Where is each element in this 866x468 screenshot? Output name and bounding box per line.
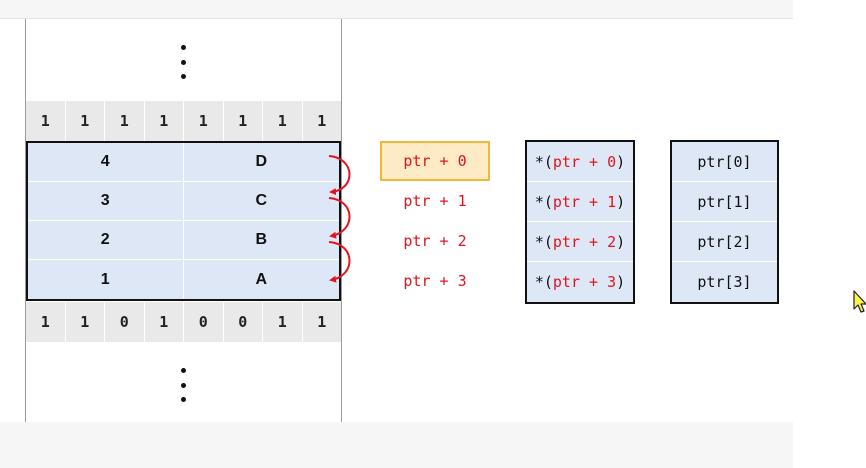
bit-cell: 1 — [66, 302, 105, 342]
dot — [180, 368, 186, 373]
ellipsis-top — [160, 45, 206, 79]
deref-prefix: *( — [534, 192, 553, 211]
mouse-cursor-icon — [853, 290, 866, 313]
deref-expression: ptr + 3 — [552, 273, 617, 291]
step-arrow — [328, 155, 351, 196]
index-item: ptr[0] — [672, 142, 777, 182]
array-number: 2 — [28, 221, 184, 259]
pointer-offset: ptr + 1 — [403, 192, 467, 210]
bit-cell: 1 — [105, 101, 145, 141]
array-row: 2 B — [28, 221, 339, 260]
bit-cell: 1 — [26, 101, 66, 141]
bit-cell: 0 — [224, 302, 263, 342]
dot — [180, 382, 186, 388]
array-row: 1 A — [28, 260, 339, 299]
deref-expression: ptr + 2 — [552, 232, 617, 251]
array-letter: A — [255, 270, 268, 288]
pointer-offset-column: ptr + 0 ptr + 1 ptr + 2 ptr + 3 — [380, 141, 490, 301]
bit-cell: 1 — [317, 313, 327, 331]
pointer-offset: ptr + 2 — [403, 232, 467, 250]
bit-cell: 1 — [317, 112, 327, 130]
bit-cell: 1 — [224, 101, 263, 141]
step-arrow — [328, 241, 351, 283]
top-band — [0, 0, 793, 19]
deref-suffix: ) — [616, 192, 626, 211]
deref-suffix: ) — [616, 232, 626, 251]
array-number: 3 — [28, 182, 184, 220]
dot — [180, 74, 186, 79]
memory-left-border — [25, 19, 26, 422]
bits-row-top: 1 1 1 1 1 1 1 1 — [26, 101, 341, 141]
bit-cell: 1 — [26, 302, 66, 342]
dereference-item: *(ptr + 3) — [527, 262, 633, 302]
index-item: ptr[3] — [697, 273, 752, 291]
bit-cell: 1 — [145, 302, 184, 342]
deref-prefix: *( — [534, 152, 553, 171]
bit-cell: 1 — [184, 101, 224, 141]
array-block: 4 D 3 C 2 B 1 A — [26, 141, 341, 301]
bit-cell: 1 — [145, 101, 184, 141]
array-letter: C — [255, 192, 268, 209]
pointer-offset-active: ptr + 0 — [380, 141, 490, 181]
bit-cell: 1 — [66, 101, 105, 141]
dereference-item: *(ptr + 1) — [527, 182, 633, 222]
array-number: 1 — [28, 260, 184, 299]
bit-cell: 1 — [263, 101, 303, 141]
dereference-item: *(ptr + 2) — [527, 222, 633, 262]
dot — [180, 45, 186, 50]
bits-row-bottom: 1 1 0 1 0 0 1 1 — [26, 302, 341, 342]
deref-prefix: *( — [534, 232, 553, 251]
array-row: 4 D — [28, 143, 339, 182]
index-item: ptr[2] — [672, 222, 777, 262]
dereference-column: *(ptr + 0) *(ptr + 1) *(ptr + 2) *(ptr +… — [525, 140, 635, 304]
pointer-offset: ptr + 3 — [403, 272, 467, 290]
array-row: 3 C — [28, 182, 339, 221]
array-number: 4 — [28, 143, 184, 181]
bit-cell: 0 — [184, 302, 224, 342]
dot — [180, 397, 186, 402]
index-item: ptr[1] — [672, 182, 777, 222]
array-letter: B — [255, 231, 268, 248]
step-arrow — [328, 197, 351, 239]
bit-cell: 0 — [105, 302, 145, 342]
index-column: ptr[0] ptr[1] ptr[2] ptr[3] — [670, 140, 779, 304]
deref-prefix: *( — [534, 273, 553, 291]
array-letter: D — [255, 153, 268, 170]
bottom-band — [0, 422, 793, 468]
bit-cell: 1 — [263, 302, 303, 342]
ellipsis-bottom — [160, 368, 206, 402]
dereference-item: *(ptr + 0) — [527, 142, 633, 182]
deref-suffix: ) — [616, 152, 626, 171]
deref-suffix: ) — [616, 273, 626, 291]
deref-expression: ptr + 0 — [552, 152, 617, 171]
memory-right-border — [341, 19, 342, 422]
step-arrows — [328, 155, 351, 283]
dot — [180, 59, 186, 65]
deref-expression: ptr + 1 — [552, 192, 617, 211]
